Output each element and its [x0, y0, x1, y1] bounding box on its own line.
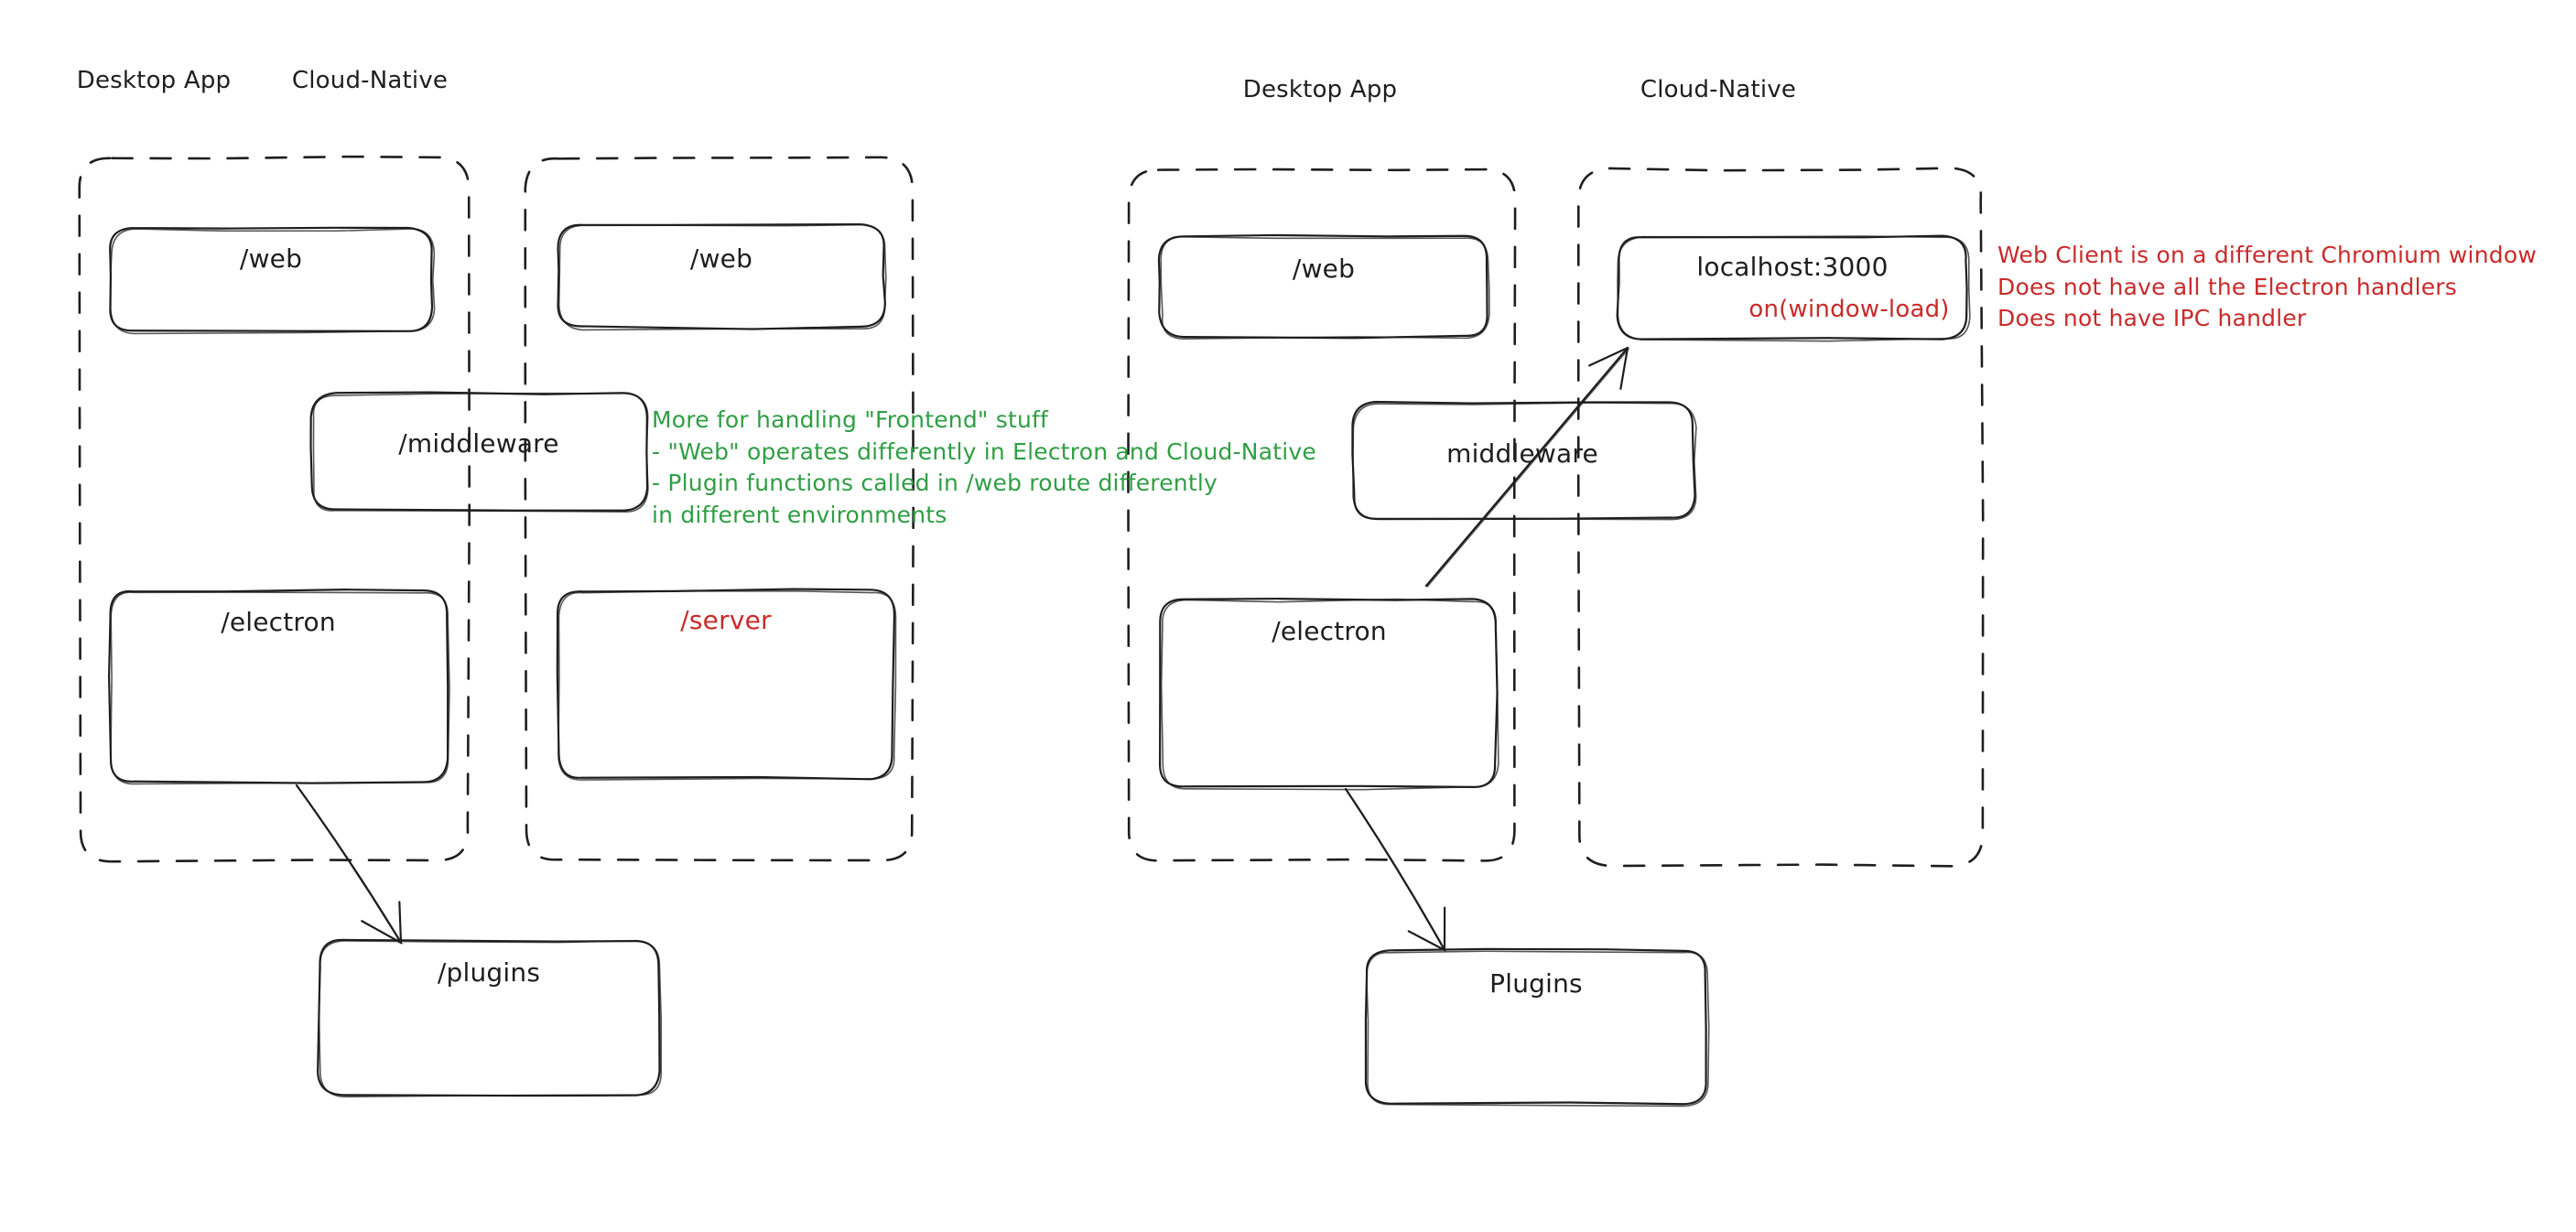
node-label-plugins-left: /plugins [437, 957, 541, 988]
node-label-web-cloud: /web [689, 243, 753, 274]
node-label-web-desktop-right: /web [1292, 254, 1356, 284]
node-plugins-right[interactable] [1364, 947, 1710, 1108]
group-label-left-0: Desktop App [76, 67, 232, 94]
group-label-right-1: Cloud-Native [1640, 76, 1797, 103]
annotation-web-client-note: Web Client is on a different Chromium wi… [1997, 240, 2537, 335]
node-web-desktop-right[interactable] [1157, 233, 1490, 340]
annotation-line: Web Client is on a different Chromium wi… [1997, 242, 2537, 268]
arrow-electron-to-plugins-right [1344, 787, 1446, 952]
node-label-server-left: /server [680, 605, 772, 635]
group-container-left-0 [78, 155, 471, 863]
node-label-electron-left: /electron [221, 607, 336, 637]
node-label-middleware-left: /middleware [398, 428, 559, 459]
node-label-web-desktop: /web [239, 243, 303, 274]
node-label-plugins-right: Plugins [1489, 968, 1583, 999]
node-electron-right[interactable] [1159, 597, 1499, 791]
annotation-line: - Plugin functions called in /web route … [652, 470, 1218, 496]
node-sublabel-localhost-3000: on(window-load) [1748, 296, 1950, 323]
node-plugins-left[interactable] [317, 938, 663, 1098]
node-web-desktop[interactable] [109, 226, 436, 335]
node-web-cloud[interactable] [557, 222, 887, 331]
group-label-right-0: Desktop App [1242, 76, 1398, 103]
annotation-line: Does not have IPC handler [1997, 305, 2307, 331]
node-label-middleware-right: middleware [1446, 438, 1598, 469]
annotation-line: More for handling "Frontend" stuff [652, 406, 1049, 433]
group-container-left-1 [524, 156, 915, 862]
annotation-frontend-note: More for handling "Frontend" stuff - "Web… [652, 405, 1316, 531]
annotation-line: in different environments [652, 501, 947, 528]
arrow-electron-to-localhost [1424, 346, 1629, 588]
annotation-line: Does not have all the Electron handlers [1997, 273, 2458, 300]
node-label-localhost-3000: localhost:3000 [1696, 252, 1889, 282]
group-label-left-1: Cloud-Native [291, 67, 449, 94]
node-electron-left[interactable] [107, 589, 450, 785]
node-label-electron-right: /electron [1272, 616, 1387, 646]
arrow-electron-to-plugins [295, 784, 403, 945]
group-container-right-1 [1576, 167, 1985, 868]
node-middleware-left[interactable] [309, 391, 649, 513]
node-server-left[interactable] [556, 588, 897, 781]
node-middleware-right[interactable] [1351, 400, 1697, 521]
group-container-right-0 [1127, 168, 1517, 862]
node-localhost-3000[interactable] [1616, 234, 1971, 342]
annotation-line: - "Web" operates differently in Electron… [652, 438, 1316, 465]
